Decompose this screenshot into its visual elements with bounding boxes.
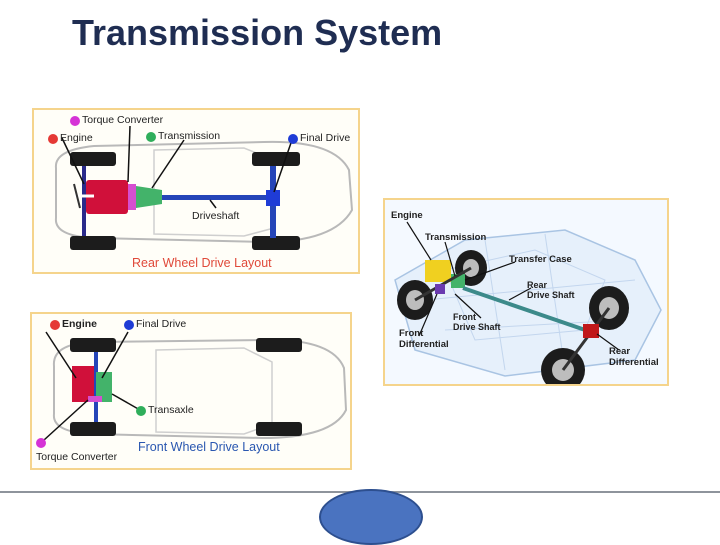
rwd-engine-label: Engine <box>60 132 93 144</box>
rwd-torque-converter-label: Torque Converter <box>82 114 164 126</box>
4wd-front-drive-shaft-label: Front Drive Shaft <box>453 312 501 332</box>
transaxle-dot <box>136 406 146 416</box>
rwd-car-illustration <box>54 125 354 250</box>
transmission-dot <box>146 132 156 142</box>
rwd-caption: Rear Wheel Drive Layout <box>132 256 272 270</box>
final-drive-dot <box>124 320 134 330</box>
4wd-car-illustration <box>394 221 662 384</box>
fwd-final-drive-label: Final Drive <box>136 318 187 330</box>
rwd-transmission-label: Transmission <box>158 130 221 142</box>
4wd-transmission-label: Transmission <box>425 232 487 243</box>
engine-dot <box>50 320 60 330</box>
4wd-rear-differential-label: Rear Differential <box>609 346 659 368</box>
4wd-front-differential-label: Front Differential <box>399 328 449 350</box>
torque-converter-dot <box>70 116 80 126</box>
torque-converter-dot <box>36 438 46 448</box>
slide-title: Transmission System <box>72 12 443 53</box>
oval-nav-button[interactable] <box>319 489 423 545</box>
rwd-diagram-panel: Torque Converter Engine Transmission Fin… <box>32 108 360 274</box>
engine-dot <box>48 134 58 144</box>
rwd-driveshaft-label: Driveshaft <box>192 210 240 222</box>
fwd-diagram-panel: Engine Final Drive Transaxle Torque Conv… <box>30 312 352 470</box>
fwd-torque-converter-label: Torque Converter <box>36 451 118 463</box>
4wd-diagram-panel: Engine Transmission Transfer Case Rear D… <box>383 198 669 386</box>
4wd-transfer-case-label: Transfer Case <box>509 254 572 265</box>
fwd-transaxle-label: Transaxle <box>148 404 194 416</box>
fwd-caption: Front Wheel Drive Layout <box>138 440 280 454</box>
fwd-engine-label: Engine <box>62 318 98 330</box>
4wd-engine-label: Engine <box>391 210 423 221</box>
final-drive-dot <box>288 134 298 144</box>
4wd-rear-drive-shaft-label: Rear Drive Shaft <box>527 280 575 300</box>
fwd-car-illustration <box>43 331 348 441</box>
rwd-final-drive-label: Final Drive <box>300 132 351 144</box>
